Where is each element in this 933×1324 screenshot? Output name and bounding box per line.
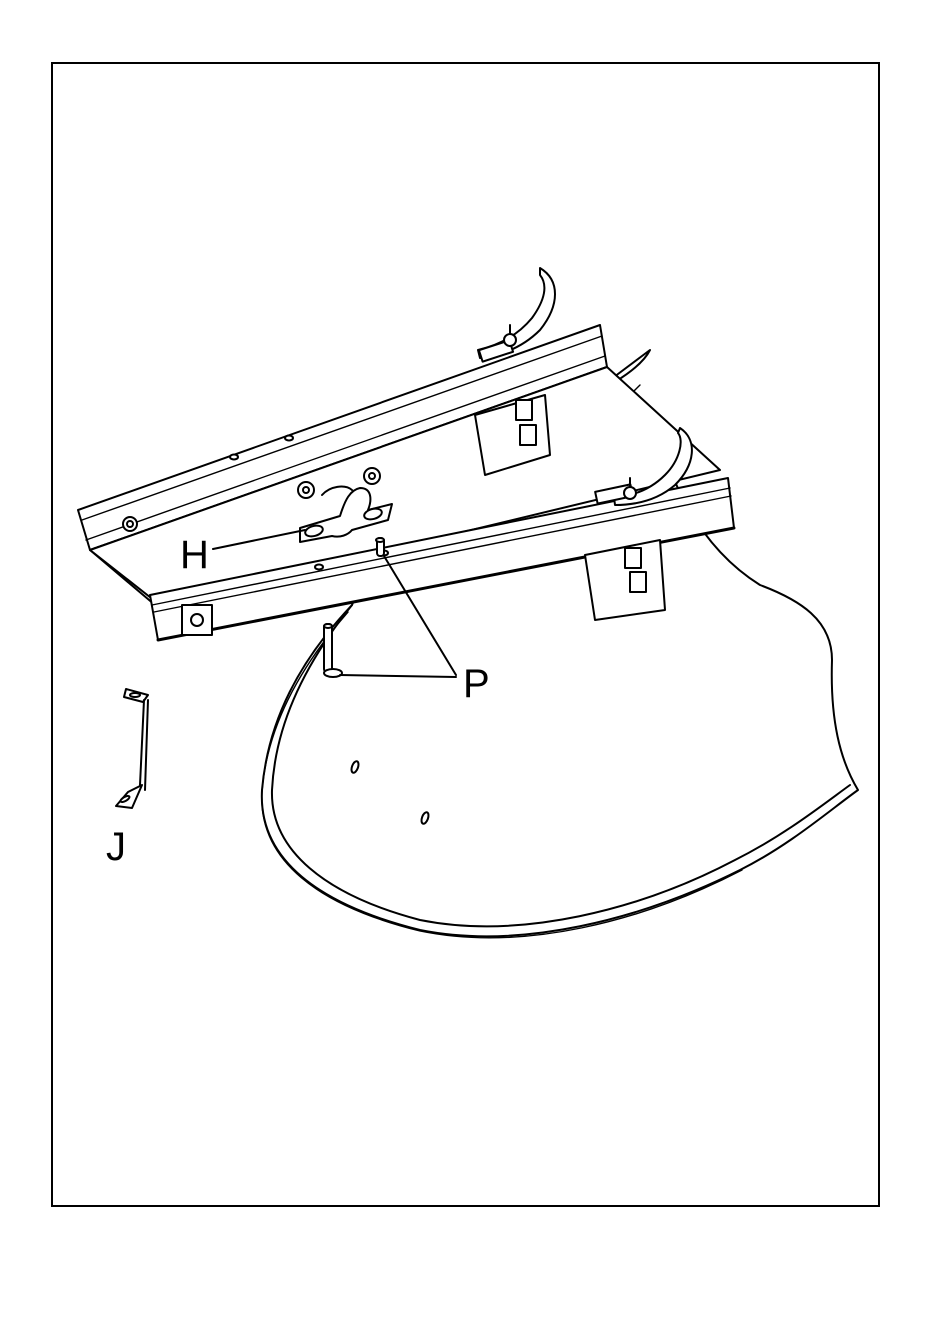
callout-p: P: [463, 662, 490, 706]
strap-bracket: [116, 689, 148, 808]
callout-j: J: [106, 825, 126, 869]
callout-h: H: [180, 533, 209, 577]
mounting-block-lower: [585, 540, 665, 620]
pin-upper: [376, 538, 384, 556]
